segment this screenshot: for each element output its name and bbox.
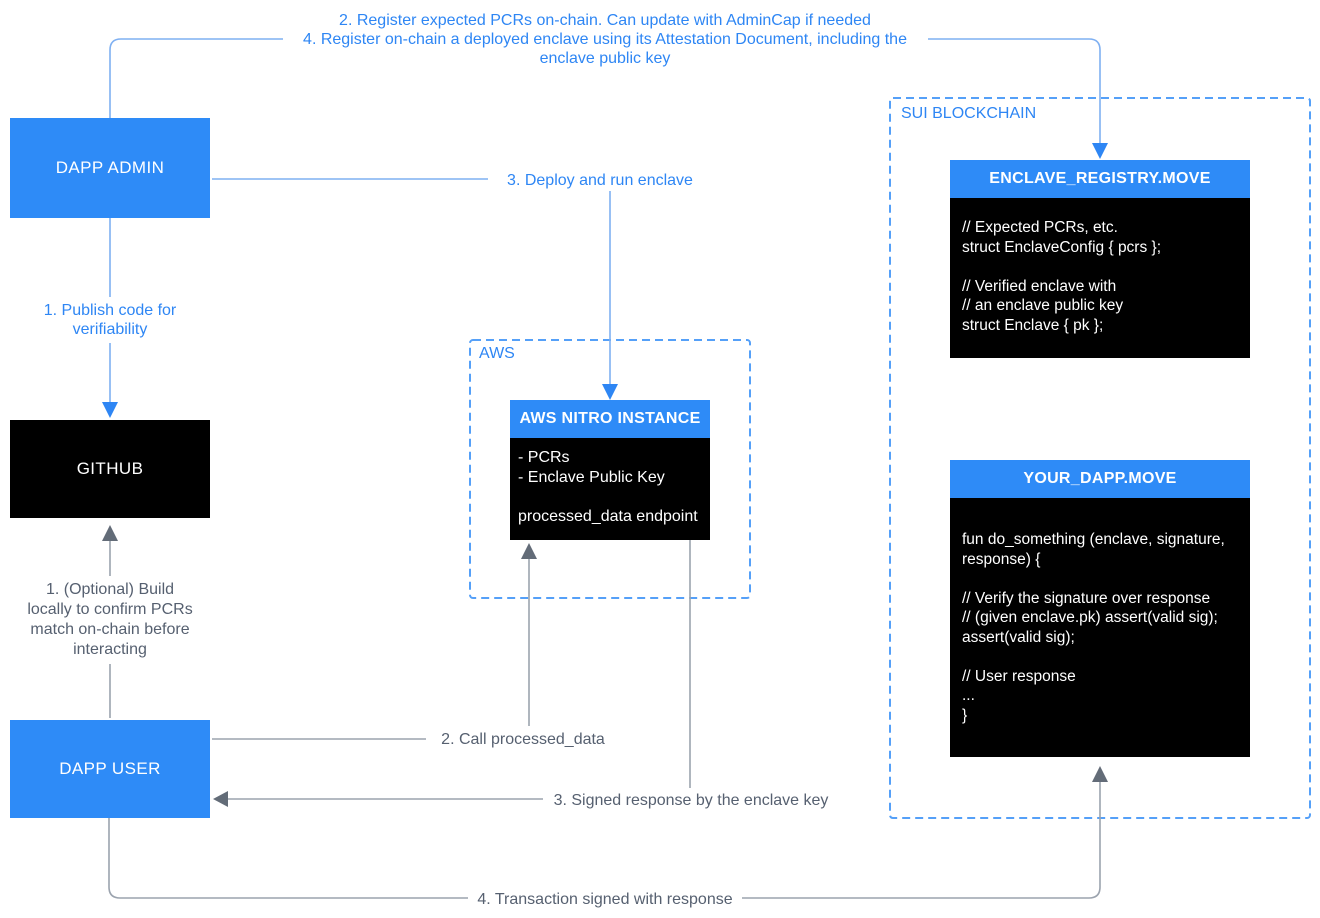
arrowhead-into-nitro-instance <box>602 384 618 400</box>
sui-region-label: SUI BLOCKCHAIN <box>901 105 1037 122</box>
node-dapp-user: DAPP USER <box>10 720 210 818</box>
arrowhead-into-github <box>102 402 118 418</box>
enclave-registry-title: ENCLAVE_REGISTRY.MOVE <box>950 160 1250 198</box>
your-dapp-title: YOUR_DAPP.MOVE <box>950 460 1250 498</box>
card-aws-nitro-instance: AWS NITRO INSTANCE - PCRs - Enclave Publ… <box>510 400 710 540</box>
edge-register-left <box>109 38 283 118</box>
arrowhead-into-github-bottom <box>102 525 118 541</box>
card-enclave-registry: ENCLAVE_REGISTRY.MOVE // Expected PCRs, … <box>950 160 1250 358</box>
edge-transaction-left <box>108 818 468 899</box>
arrowhead-into-enclave-registry <box>1092 143 1108 159</box>
aws-region-label: AWS <box>479 345 515 362</box>
gray-connectors <box>108 540 1101 899</box>
arrowhead-into-dapp-user <box>213 791 228 807</box>
gray-arrowheads <box>102 525 1108 807</box>
note-deploy-enclave: 3. Deploy and run enclave <box>507 172 693 189</box>
node-dapp-admin-label: DAPP ADMIN <box>55 158 165 177</box>
note-register-onchain: 2. Register expected PCRs on-chain. Can … <box>303 12 907 67</box>
note-signed-response: 3. Signed response by the enclave key <box>553 792 829 809</box>
blue-connectors <box>109 38 1101 403</box>
note-build-locally: 1. (Optional) Build locally to confirm P… <box>27 581 193 658</box>
card-your-dapp: YOUR_DAPP.MOVE fun do_something (enclave… <box>950 460 1250 757</box>
node-github: GITHUB <box>10 420 210 518</box>
node-dapp-admin: DAPP ADMIN <box>10 118 210 218</box>
note-publish-code: 1. Publish code for verifiability <box>43 302 177 338</box>
edge-register-right <box>928 38 1101 144</box>
arrowhead-into-nitro-bottom <box>521 543 537 559</box>
blue-arrowheads <box>102 143 1108 418</box>
note-call-processed-data: 2. Call processed_data <box>441 731 605 748</box>
edge-transaction-right <box>742 782 1101 899</box>
your-dapp-code: fun do_something (enclave, signature, re… <box>950 498 1250 757</box>
aws-nitro-instance-title: AWS NITRO INSTANCE <box>510 400 710 438</box>
arrowhead-into-your-dapp <box>1092 766 1108 782</box>
note-transaction-signed: 4. Transaction signed with response <box>477 891 733 908</box>
aws-nitro-instance-body: - PCRs - Enclave Public Key processed_da… <box>510 438 710 540</box>
node-dapp-user-label: DAPP USER <box>59 759 161 778</box>
node-github-label: GITHUB <box>76 459 144 478</box>
enclave-registry-code: // Expected PCRs, etc. struct EnclaveCon… <box>950 198 1250 358</box>
